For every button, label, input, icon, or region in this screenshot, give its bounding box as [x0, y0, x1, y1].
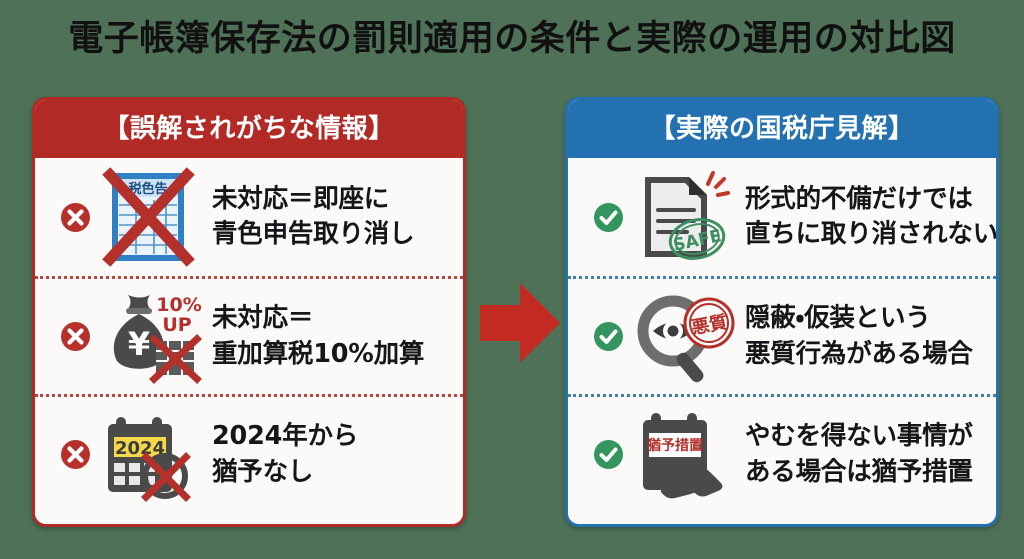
list-item-line1: 2024年から: [212, 421, 359, 452]
list-item-line1: やむを得ない事情が: [745, 421, 973, 452]
check-badge-icon: [594, 202, 623, 232]
page-title: 電子帳簿保存法の罰則適用の条件と実際の運用の対比図: [68, 19, 956, 59]
arrow-right-icon: [476, 279, 564, 367]
svg-text:猶予措置: 猶予措置: [646, 437, 703, 454]
list-item-text: 2024年から 猶予なし: [212, 419, 453, 489]
check-badge-icon: [594, 322, 623, 351]
list-item: 猶予措置 やむを得ない事情が ある場合は猶予措置: [568, 394, 996, 512]
list-item-line2: 悪質行為がある場合: [745, 338, 973, 369]
list-item: 税色告: [35, 158, 463, 276]
svg-text:10%: 10%: [156, 294, 201, 316]
calendar-crossed-out-icon: 2024: [94, 405, 206, 505]
list-item-line1: 未対応＝即座に: [212, 183, 390, 214]
cross-badge-icon: [61, 440, 90, 469]
list-item: 悪質 隠蔽・仮装という 悪質行為がある場合: [568, 276, 996, 394]
official-view-panel: 【実際の国税庁見解】: [565, 97, 999, 527]
list-item-line2: 猶予なし: [212, 456, 314, 487]
official-view-panel-header: 【実際の国税庁見解】: [568, 100, 996, 158]
money-bag-crossed-out-icon: ¥ 10% UP: [94, 287, 206, 387]
list-item-line2: 重加算税10%加算: [212, 338, 425, 369]
list-item-text: 未対応＝即座に 青色申告取り消し: [212, 182, 453, 252]
list-item: 2024 2: [35, 394, 463, 512]
blue-tax-form-crossed-out-icon: 税色告: [94, 167, 206, 267]
svg-text:¥: ¥: [128, 325, 150, 363]
list-item-line2: 青色申告取り消し: [212, 219, 415, 249]
list-item-text: やむを得ない事情が ある場合は猶予措置: [745, 419, 986, 489]
svg-text:税色告: 税色告: [128, 181, 167, 197]
cross-badge-icon: [61, 202, 90, 232]
list-item-line1: 未対応＝: [212, 303, 314, 334]
list-item-text: 未対応＝ 重加算税10%加算: [212, 301, 453, 371]
official-view-panel-body: SAFE 形式的不備だけでは 直ちに取り消されない: [568, 158, 996, 524]
list-item-line1: 隠蔽・仮装という: [745, 303, 931, 334]
list-item-text: 隠蔽・仮装という 悪質行為がある場合: [745, 301, 986, 371]
misconception-panel: 【誤解されがちな情報】 税色告: [32, 97, 466, 527]
misconception-panel-header: 【誤解されがちな情報】: [35, 100, 463, 158]
cross-badge-icon: [61, 322, 90, 351]
magnifier-eye-with-stamp-icon: 悪質: [627, 287, 739, 387]
list-item: ¥ 10% UP: [35, 276, 463, 394]
list-item-line2: ある場合は猶予措置: [745, 456, 973, 487]
misconception-panel-body: 税色告: [35, 158, 463, 524]
svg-text:2024: 2024: [115, 438, 165, 459]
document-with-safe-stamp-icon: SAFE: [627, 167, 739, 267]
list-item-text: 形式的不備だけでは 直ちに取り消されない: [745, 182, 999, 252]
svg-text:UP: UP: [162, 314, 191, 336]
check-badge-icon: [594, 440, 623, 469]
calendar-handshake-icon: 猶予措置: [627, 405, 739, 505]
list-item: SAFE 形式的不備だけでは 直ちに取り消されない: [568, 158, 996, 276]
list-item-line2: 直ちに取り消されない: [745, 219, 999, 249]
list-item-line1: 形式的不備だけでは: [745, 183, 973, 214]
